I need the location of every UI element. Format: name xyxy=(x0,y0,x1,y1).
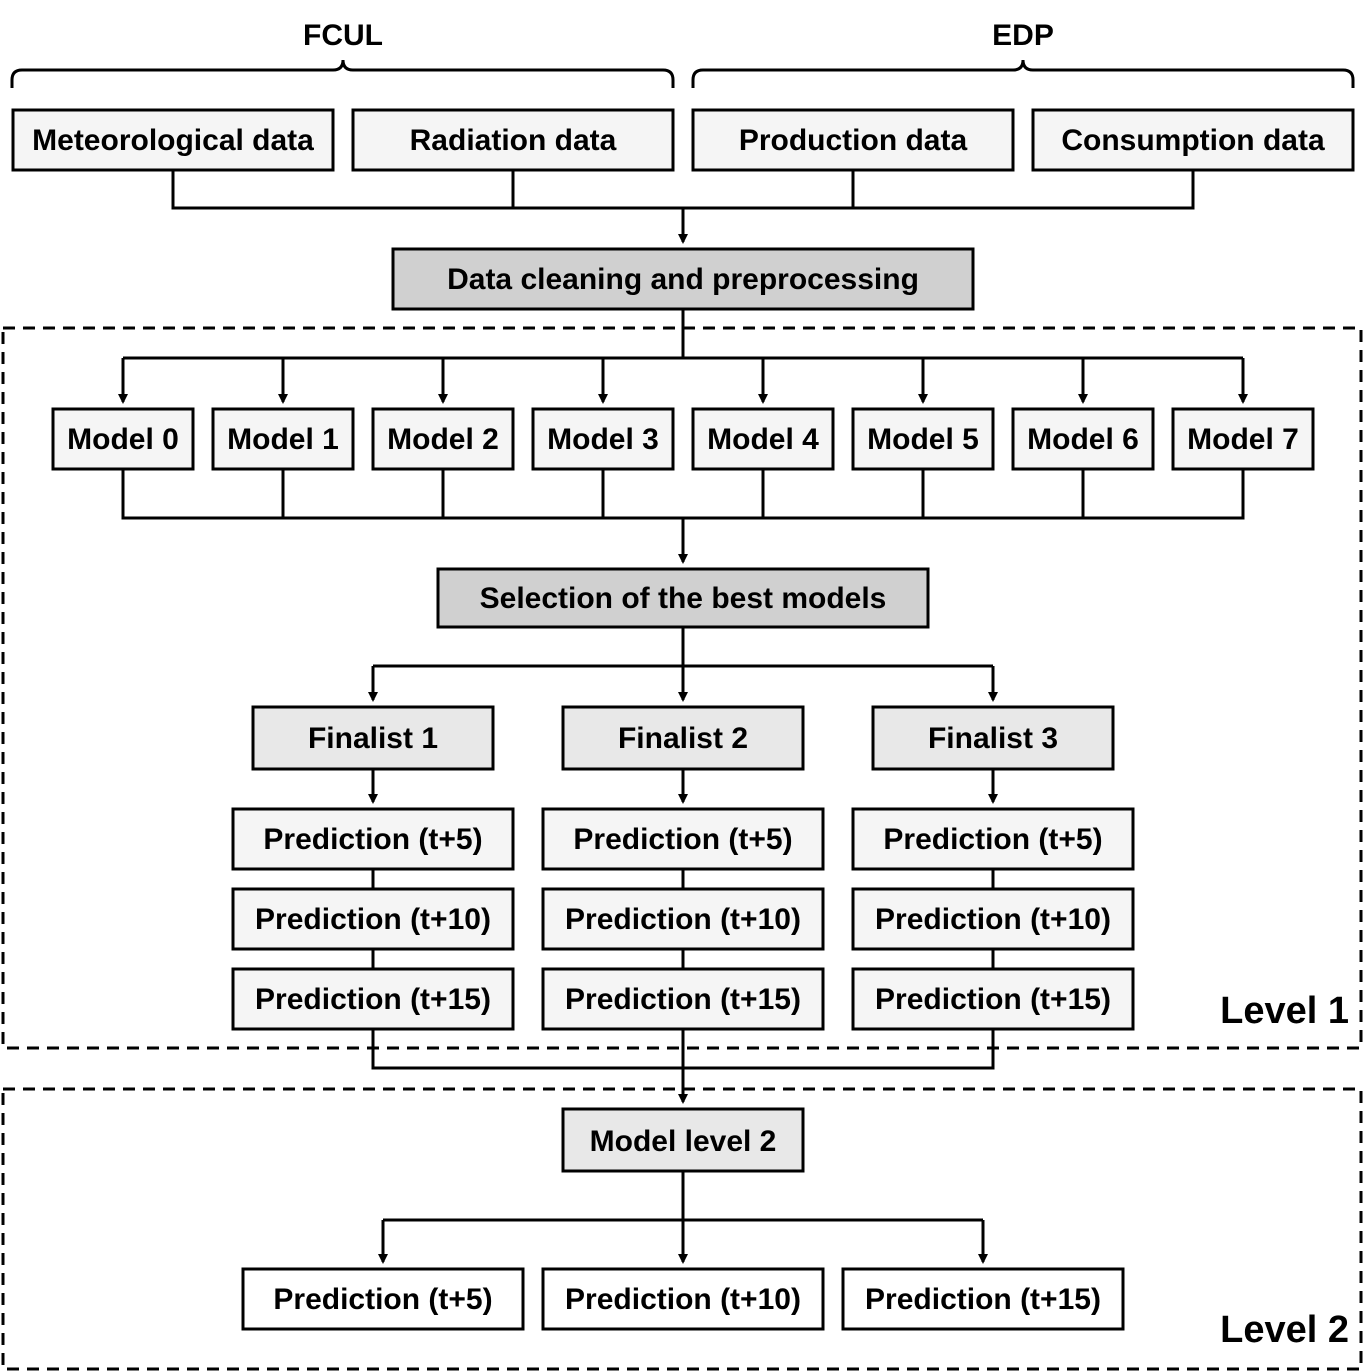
edge-models-merge xyxy=(121,470,1245,520)
node-f3-prediction-t15: Prediction (t+15) xyxy=(851,967,1135,1031)
fcul-brace xyxy=(10,59,675,88)
svg-text:Prediction (t+5): Prediction (t+5) xyxy=(263,823,482,856)
edge-selection-split xyxy=(373,628,993,668)
svg-text:Model 2: Model 2 xyxy=(387,423,499,456)
node-finalist-2: Finalist 2 xyxy=(561,705,805,771)
svg-text:Model 3: Model 3 xyxy=(547,423,659,456)
svg-text:Prediction (t+15): Prediction (t+15) xyxy=(865,1283,1101,1316)
node-model-level2: Model level 2 xyxy=(561,1107,805,1173)
node-model-5: Model 5 xyxy=(851,407,995,471)
node-f1-prediction-t10: Prediction (t+10) xyxy=(231,887,515,951)
svg-text:Prediction (t+15): Prediction (t+15) xyxy=(565,983,801,1016)
svg-text:Prediction (t+10): Prediction (t+10) xyxy=(565,1283,801,1316)
level2-label: Level 2 xyxy=(1220,1309,1349,1351)
svg-text:Model 5: Model 5 xyxy=(867,423,979,456)
svg-text:Prediction (t+5): Prediction (t+5) xyxy=(883,823,1102,856)
svg-text:Meteorological data: Meteorological data xyxy=(32,124,314,157)
edge-level1-merge xyxy=(371,1028,995,1070)
node-model-0: Model 0 xyxy=(51,407,195,471)
node-f2-prediction-t5: Prediction (t+5) xyxy=(541,807,825,871)
edge-level2-split xyxy=(383,1170,983,1222)
group-label-fcul: FCUL xyxy=(303,19,383,52)
node-radiation-data: Radiation data xyxy=(351,108,675,172)
node-f2-prediction-t10: Prediction (t+10) xyxy=(541,887,825,951)
svg-text:Model 1: Model 1 xyxy=(227,423,339,456)
svg-text:Model 0: Model 0 xyxy=(67,423,179,456)
edge-pred-stack-links xyxy=(371,868,995,968)
node-f3-prediction-t5: Prediction (t+5) xyxy=(851,807,1135,871)
node-f1-prediction-t5: Prediction (t+5) xyxy=(231,807,515,871)
level1-label: Level 1 xyxy=(1220,990,1349,1032)
svg-text:Prediction (t+5): Prediction (t+5) xyxy=(273,1283,492,1316)
edge-preprocessing-split xyxy=(123,310,1243,360)
node-model-7: Model 7 xyxy=(1171,407,1315,471)
node-preprocessing: Data cleaning and preprocessing xyxy=(391,247,975,311)
svg-text:Finalist 1: Finalist 1 xyxy=(308,722,438,755)
node-model-2: Model 2 xyxy=(371,407,515,471)
svg-text:Finalist 3: Finalist 3 xyxy=(928,722,1058,755)
svg-text:Data cleaning and preprocessin: Data cleaning and preprocessing xyxy=(447,263,919,296)
node-f2-prediction-t15: Prediction (t+15) xyxy=(541,967,825,1031)
node-model-1: Model 1 xyxy=(211,407,355,471)
node-model-6: Model 6 xyxy=(1011,407,1155,471)
node-meteorological-data: Meteorological data xyxy=(11,108,335,172)
svg-text:Model 6: Model 6 xyxy=(1027,423,1139,456)
svg-text:Prediction (t+10): Prediction (t+10) xyxy=(565,903,801,936)
svg-text:Finalist 2: Finalist 2 xyxy=(618,722,748,755)
node-f1-prediction-t15: Prediction (t+15) xyxy=(231,967,515,1031)
node-model-3: Model 3 xyxy=(531,407,675,471)
svg-text:Selection of the best models: Selection of the best models xyxy=(480,582,887,615)
node-finalist-3: Finalist 3 xyxy=(871,705,1115,771)
node-l2-prediction-t5: Prediction (t+5) xyxy=(241,1267,525,1331)
node-l2-prediction-t15: Prediction (t+15) xyxy=(841,1267,1125,1331)
svg-text:Prediction (t+10): Prediction (t+10) xyxy=(875,903,1111,936)
svg-text:Consumption data: Consumption data xyxy=(1061,124,1325,157)
node-model-4: Model 4 xyxy=(691,407,835,471)
edge-sources-merge xyxy=(171,170,1195,210)
node-f3-prediction-t10: Prediction (t+10) xyxy=(851,887,1135,951)
svg-text:Prediction (t+15): Prediction (t+15) xyxy=(255,983,491,1016)
node-selection: Selection of the best models xyxy=(436,567,930,629)
svg-text:Production data: Production data xyxy=(739,124,968,157)
svg-text:Prediction (t+10): Prediction (t+10) xyxy=(255,903,491,936)
group-label-edp: EDP xyxy=(992,19,1054,52)
node-finalist-1: Finalist 1 xyxy=(251,705,495,771)
node-l2-prediction-t10: Prediction (t+10) xyxy=(541,1267,825,1331)
svg-text:Model 4: Model 4 xyxy=(707,423,819,456)
node-production-data: Production data xyxy=(691,108,1015,172)
svg-text:Model level 2: Model level 2 xyxy=(590,1125,777,1158)
svg-text:Model 7: Model 7 xyxy=(1187,423,1299,456)
svg-text:Radiation data: Radiation data xyxy=(410,124,617,157)
svg-text:Prediction (t+5): Prediction (t+5) xyxy=(573,823,792,856)
node-consumption-data: Consumption data xyxy=(1031,108,1355,172)
edp-brace xyxy=(691,59,1355,88)
svg-text:Prediction (t+15): Prediction (t+15) xyxy=(875,983,1111,1016)
